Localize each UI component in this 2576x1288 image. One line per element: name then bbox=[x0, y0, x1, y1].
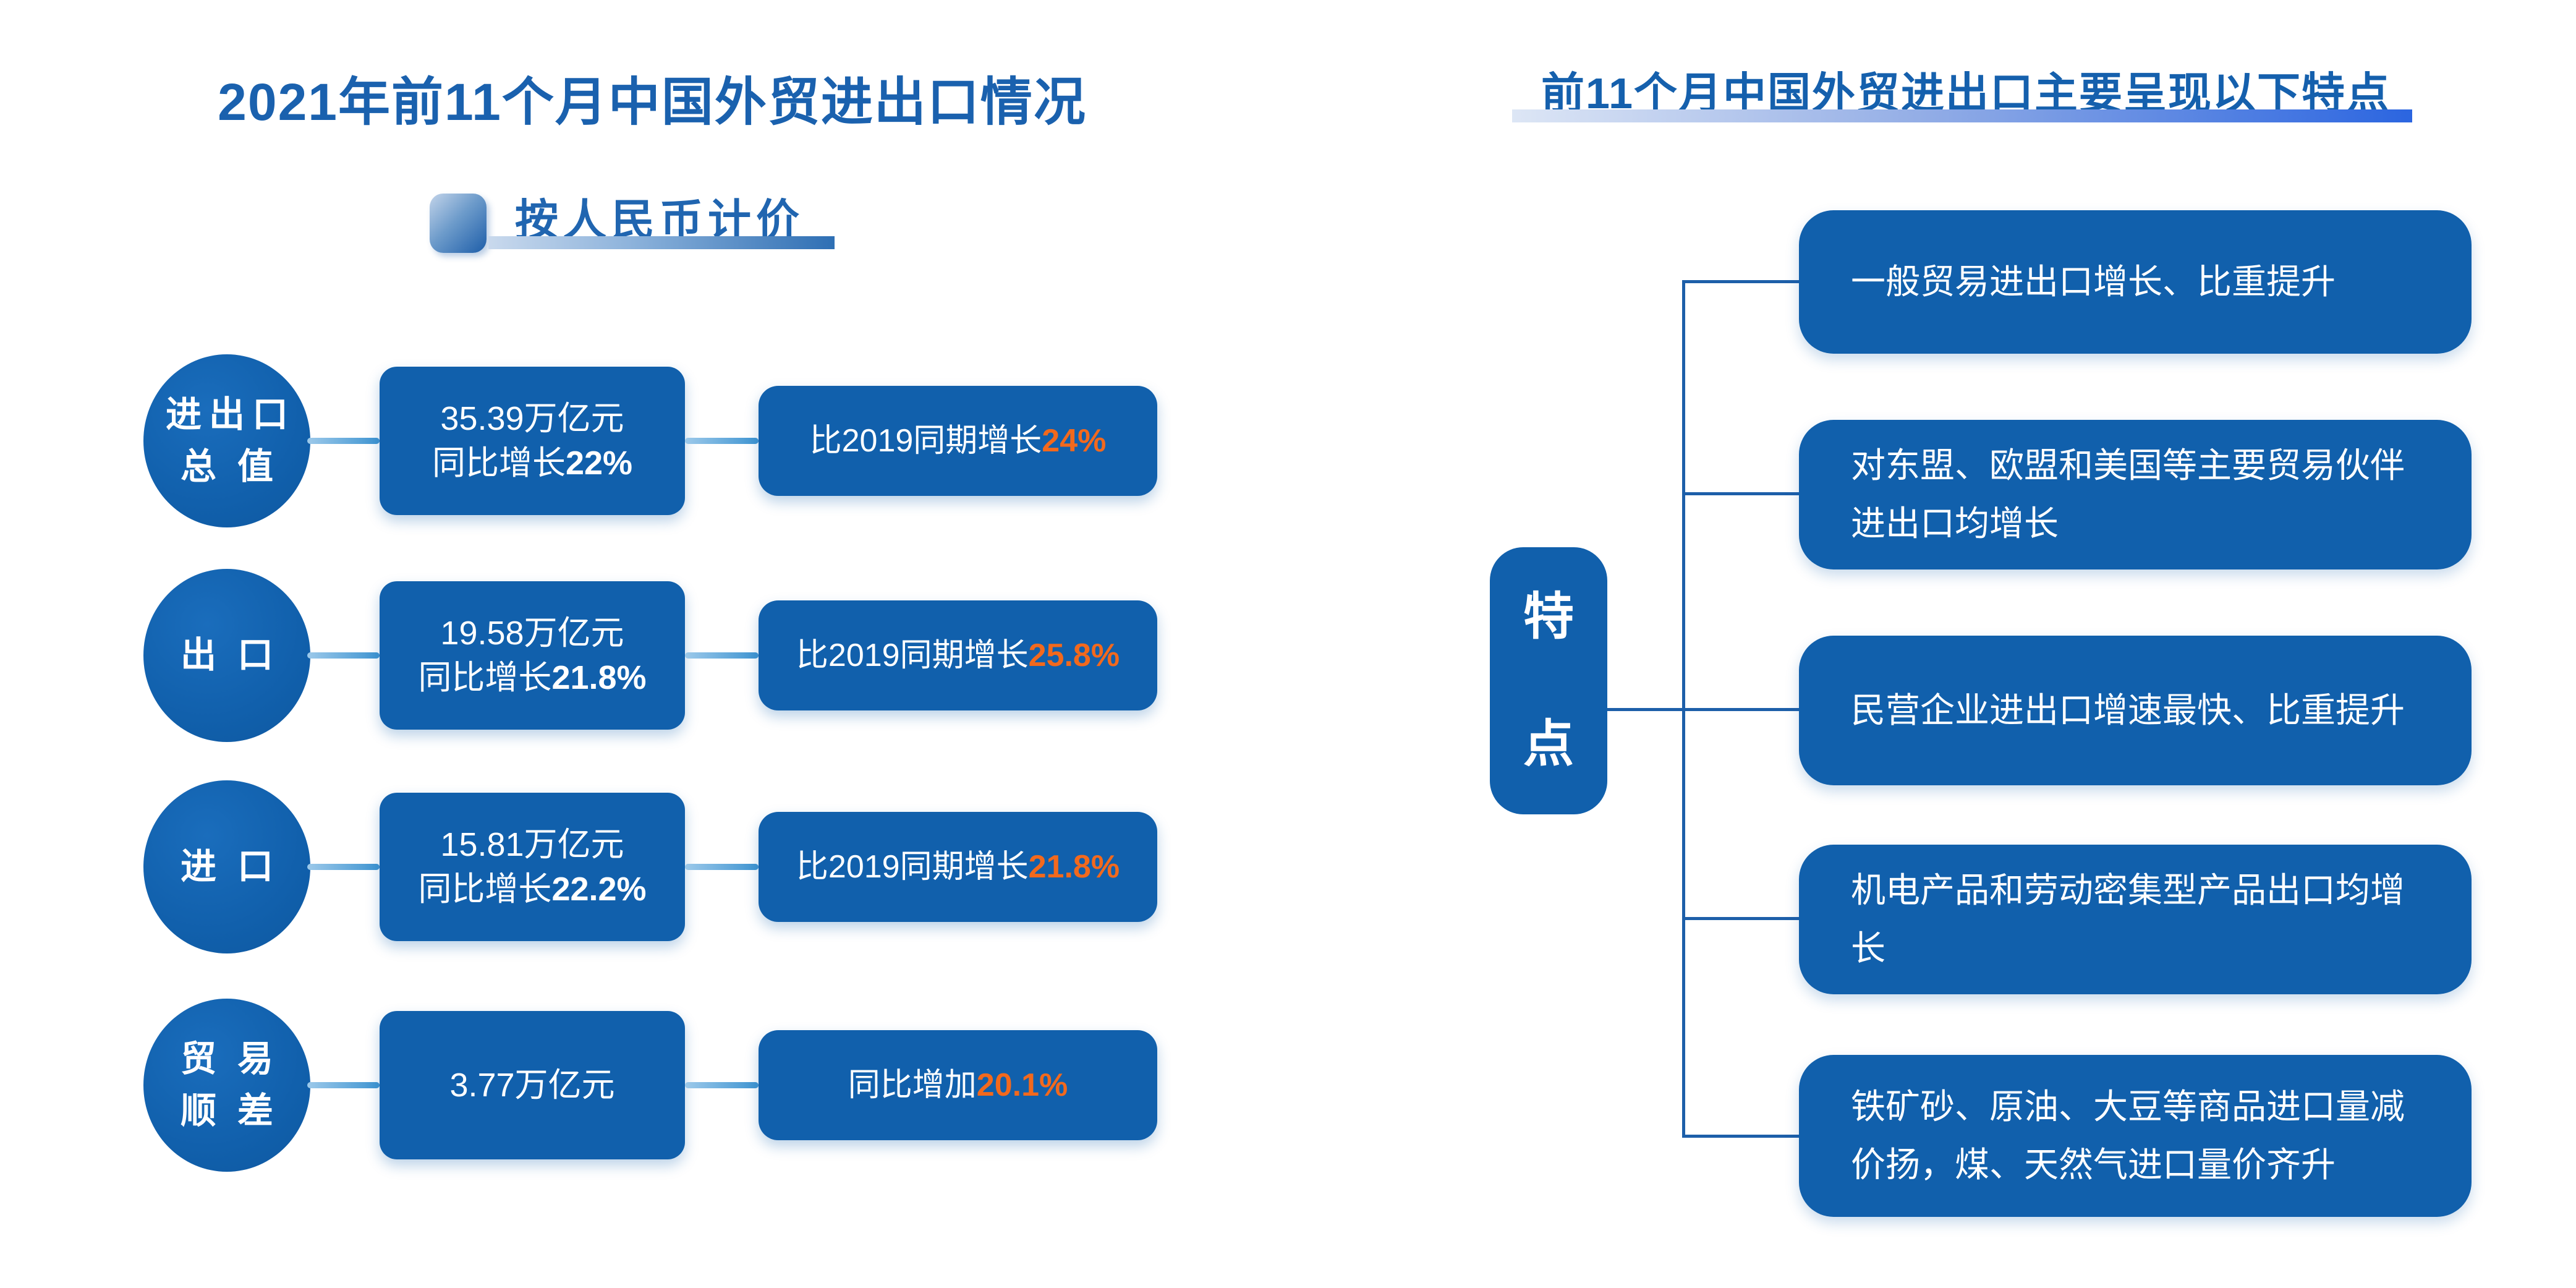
connector-line bbox=[307, 864, 380, 870]
value-amount: 35.39万亿元 bbox=[440, 400, 624, 437]
compare-prefix: 同比增加 bbox=[848, 1067, 977, 1103]
category-circle: 贸易 顺差 bbox=[143, 999, 310, 1172]
circle-label-line: 进口 bbox=[180, 847, 294, 887]
value-growth: 同比增长22% bbox=[432, 446, 632, 480]
value-growth: 同比增长22.2% bbox=[418, 872, 646, 906]
compare-text: 比2019同期增长21.8% bbox=[796, 851, 1120, 883]
compare-text: 比2019同期增长25.8% bbox=[796, 639, 1120, 672]
circle-label-line: 顺差 bbox=[180, 1091, 294, 1131]
branch-line bbox=[1607, 708, 1801, 711]
compare-prefix: 比2019同期增长 bbox=[796, 849, 1029, 885]
compare-prefix: 比2019同期增长 bbox=[809, 423, 1042, 459]
feature-text: 民营企业进出口增速最快、比重提升 bbox=[1851, 691, 2405, 730]
growth-prefix: 同比增长 bbox=[418, 871, 552, 908]
circle-label-line: 进出口 bbox=[165, 395, 295, 435]
compare-box: 比2019同期增长21.8% bbox=[759, 812, 1157, 922]
feature-box: 机电产品和劳动密集型产品出口均增长 bbox=[1799, 845, 2472, 994]
compare-box: 同比增加20.1% bbox=[759, 1030, 1157, 1140]
growth-percent: 21.8% bbox=[551, 659, 647, 696]
compare-text: 同比增加20.1% bbox=[848, 1069, 1068, 1101]
connector-line bbox=[685, 1082, 759, 1088]
connector-line bbox=[685, 438, 759, 444]
branch-line bbox=[1682, 280, 1801, 283]
connector-line bbox=[685, 652, 759, 659]
connector-line bbox=[307, 652, 380, 659]
compare-percent: 20.1% bbox=[976, 1067, 1068, 1103]
branch-line bbox=[1682, 917, 1801, 920]
root-node-char: 特 bbox=[1523, 589, 1574, 645]
connector-line bbox=[307, 438, 380, 444]
value-growth: 同比增长21.8% bbox=[418, 661, 646, 694]
value-amount: 3.77万亿元 bbox=[449, 1067, 615, 1104]
feature-box: 对东盟、欧盟和美国等主要贸易伙伴进出口均增长 bbox=[1799, 420, 2472, 569]
value-box: 3.77万亿元 bbox=[380, 1011, 685, 1159]
feature-box: 一般贸易进出口增长、比重提升 bbox=[1799, 210, 2472, 354]
category-circle: 出口 bbox=[143, 569, 310, 742]
connector-line bbox=[685, 864, 759, 870]
category-circle: 进口 bbox=[143, 780, 310, 953]
feature-box: 民营企业进出口增速最快、比重提升 bbox=[1799, 636, 2472, 785]
growth-percent: 22% bbox=[565, 445, 633, 482]
value-box: 15.81万亿元 同比增长22.2% bbox=[380, 793, 685, 941]
value-amount: 19.58万亿元 bbox=[440, 615, 624, 652]
bullet-marker bbox=[430, 194, 487, 253]
category-circle: 进出口 总值 bbox=[143, 354, 310, 527]
connector-line bbox=[307, 1082, 380, 1088]
circle-label-line: 贸易 bbox=[180, 1039, 294, 1079]
circle-label-line: 总值 bbox=[180, 446, 294, 487]
branch-line bbox=[1682, 492, 1801, 495]
branch-line bbox=[1682, 1135, 1801, 1138]
root-node-char: 点 bbox=[1523, 716, 1574, 772]
compare-box: 比2019同期增长24% bbox=[759, 386, 1157, 496]
value-box: 35.39万亿元 同比增长22% bbox=[380, 367, 685, 515]
features-root-node: 特 点 bbox=[1490, 547, 1607, 814]
feature-box: 铁矿砂、原油、大豆等商品进口量减价扬，煤、天然气进口量价齐升 bbox=[1799, 1055, 2472, 1217]
left-title: 2021年前11个月中国外贸进出口情况 bbox=[218, 73, 1087, 131]
feature-text: 铁矿砂、原油、大豆等商品进口量减价扬，煤、天然气进口量价齐升 bbox=[1851, 1087, 2405, 1184]
compare-text: 比2019同期增长24% bbox=[810, 425, 1107, 457]
right-title-underline bbox=[1512, 109, 2412, 122]
feature-text: 机电产品和劳动密集型产品出口均增长 bbox=[1851, 871, 2405, 968]
subtitle-underline bbox=[488, 236, 835, 249]
growth-percent: 22.2% bbox=[551, 871, 647, 908]
compare-percent: 24% bbox=[1042, 423, 1107, 459]
circle-label-line: 出口 bbox=[180, 635, 294, 675]
compare-percent: 21.8% bbox=[1028, 849, 1120, 885]
compare-prefix: 比2019同期增长 bbox=[796, 638, 1029, 673]
compare-box: 比2019同期增长25.8% bbox=[759, 600, 1157, 710]
growth-prefix: 同比增长 bbox=[431, 445, 566, 482]
feature-text: 对东盟、欧盟和美国等主要贸易伙伴进出口均增长 bbox=[1851, 446, 2405, 543]
compare-percent: 25.8% bbox=[1028, 638, 1120, 673]
growth-prefix: 同比增长 bbox=[418, 659, 552, 696]
value-amount: 15.81万亿元 bbox=[440, 826, 624, 863]
value-box: 19.58万亿元 同比增长21.8% bbox=[380, 581, 685, 730]
feature-text: 一般贸易进出口增长、比重提升 bbox=[1851, 262, 2336, 301]
